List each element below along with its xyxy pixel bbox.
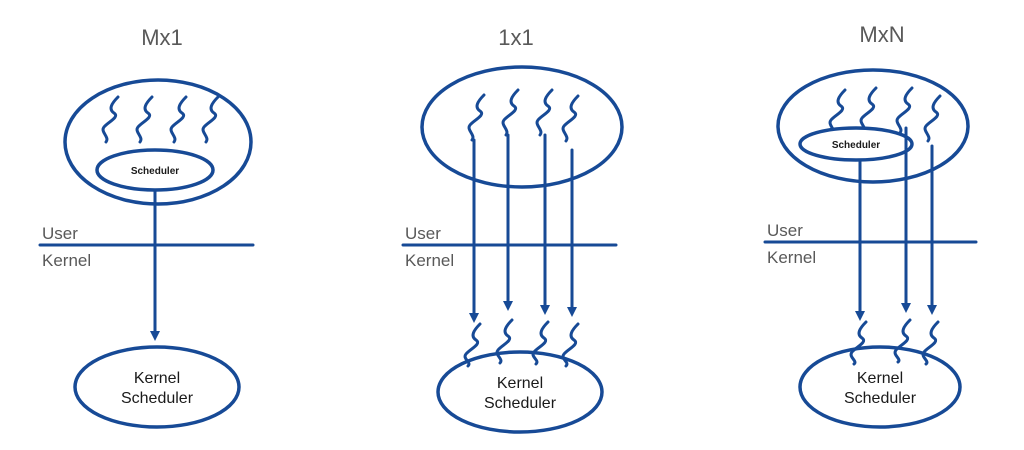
model-title: 1x1 — [498, 25, 533, 50]
model-title: MxN — [859, 22, 904, 47]
kernel-scheduler-label-line2: Scheduler — [484, 395, 557, 412]
kernel-space-label: Kernel — [42, 251, 91, 270]
user-thread — [501, 88, 520, 137]
model-title: Mx1 — [141, 25, 183, 50]
user-thread — [169, 95, 188, 144]
model-mxn: MxN Scheduler User Kernel Kernel Schedul… — [763, 22, 978, 429]
kernel-thread — [561, 322, 580, 368]
user-space-label: User — [767, 221, 803, 240]
thread-mapping-arrows — [469, 133, 577, 323]
kernel-thread — [849, 320, 868, 366]
user-threads — [467, 88, 580, 143]
user-thread — [201, 95, 220, 144]
user-thread — [561, 94, 580, 143]
kernel-thread — [893, 318, 912, 364]
user-space-label: User — [405, 224, 441, 243]
kernel-threads — [463, 318, 580, 368]
kernel-scheduler-ellipse — [436, 350, 604, 434]
user-threads — [101, 95, 220, 144]
user-thread — [895, 86, 914, 135]
kernel-threads — [849, 318, 940, 366]
kernel-thread — [531, 320, 550, 366]
user-scheduler-label: Scheduler — [832, 140, 880, 151]
user-thread — [101, 95, 120, 144]
kernel-scheduler-label-line2: Scheduler — [121, 390, 194, 407]
user-space-label: User — [42, 224, 78, 243]
kernel-scheduler-label-line1: Kernel — [857, 370, 903, 387]
model-1x1: 1x1 User Kernel Kernel Scheduler — [401, 25, 624, 434]
user-thread — [923, 94, 942, 143]
kernel-thread — [495, 318, 514, 365]
user-thread — [535, 88, 554, 137]
user-thread — [135, 95, 154, 144]
user-process-ellipse — [420, 65, 624, 189]
kernel-scheduler-label-line2: Scheduler — [844, 390, 917, 407]
kernel-scheduler-ellipse — [73, 345, 241, 429]
kernel-space-label: Kernel — [405, 251, 454, 270]
user-scheduler-label: Scheduler — [131, 166, 179, 177]
kernel-thread — [921, 320, 940, 366]
kernel-space-label: Kernel — [767, 248, 816, 267]
kernel-thread — [463, 322, 482, 368]
kernel-scheduler-ellipse — [798, 345, 962, 429]
user-process-ellipse — [776, 68, 970, 184]
user-threads — [828, 86, 942, 143]
thread-mapping-arrows — [855, 126, 937, 321]
user-thread — [859, 86, 878, 135]
user-scheduler-ellipse — [798, 126, 914, 162]
kernel-scheduler-label-line1: Kernel — [497, 375, 543, 392]
user-thread — [828, 88, 847, 137]
model-mx1: Mx1 Scheduler User Kernel Kernel Schedul… — [38, 25, 255, 429]
kernel-scheduler-label-line1: Kernel — [134, 370, 180, 387]
user-thread — [467, 93, 486, 142]
